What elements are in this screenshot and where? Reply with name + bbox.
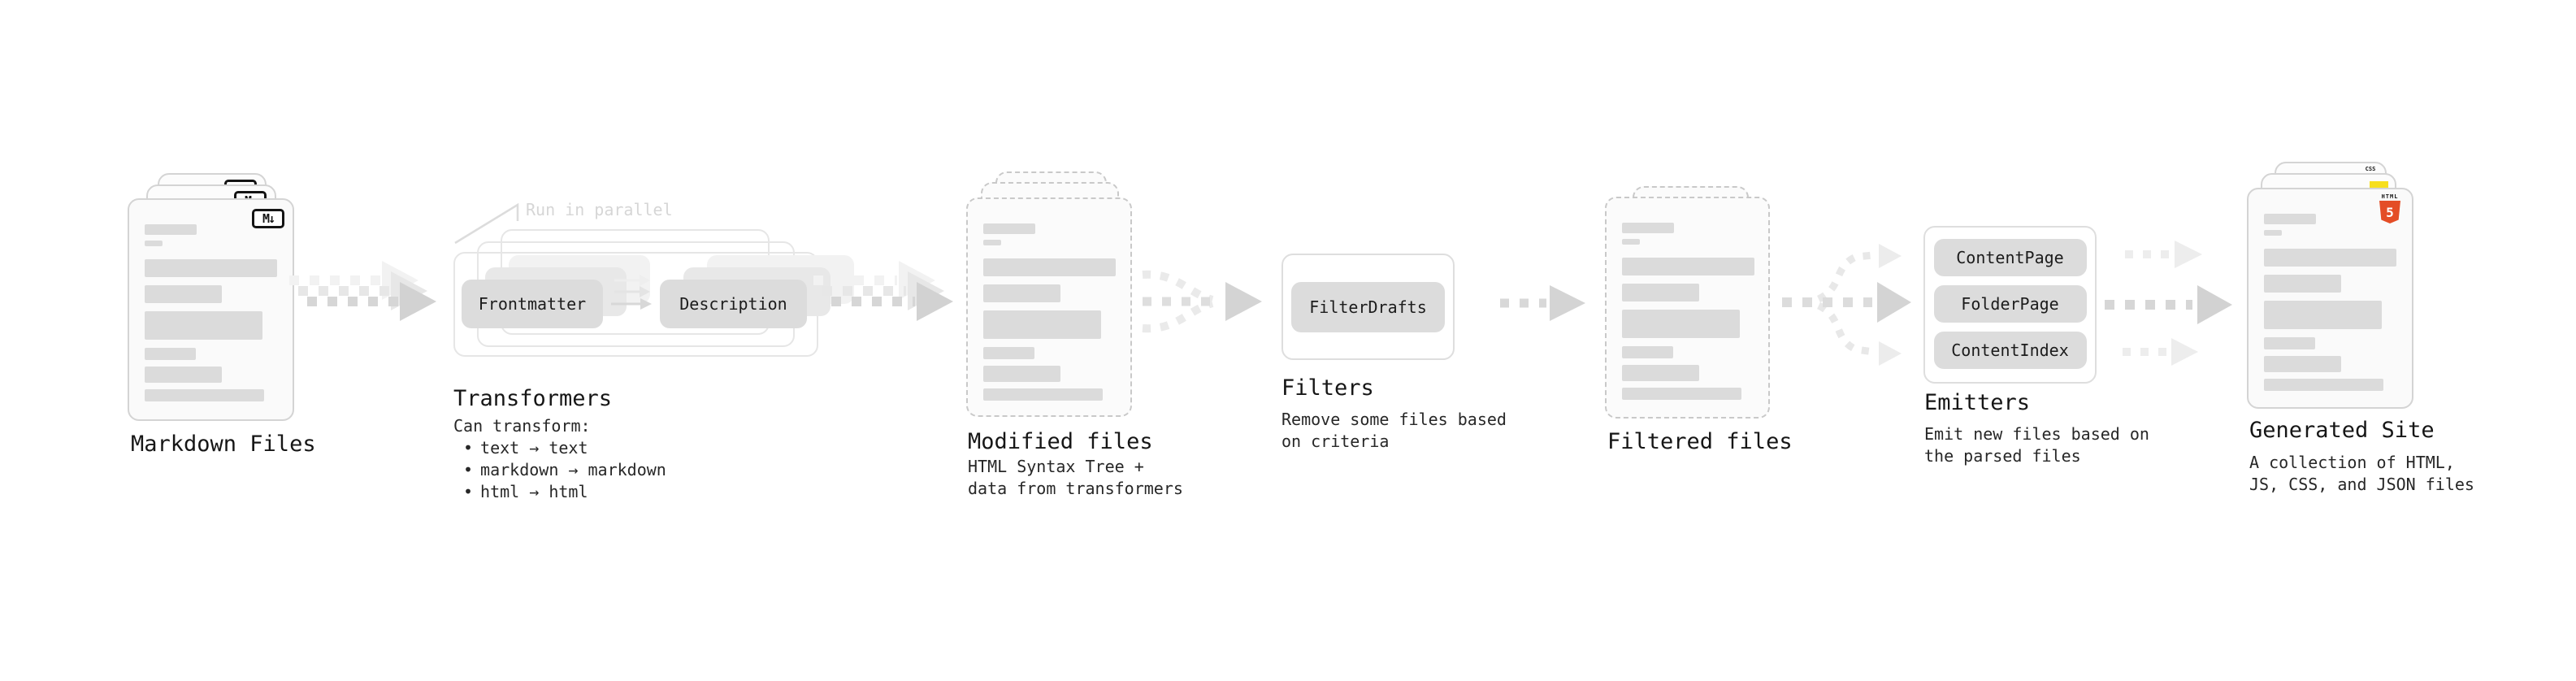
- transform-item: • markdown → markdown: [463, 460, 666, 479]
- arrow-emitters-to-generated: [2105, 241, 2232, 366]
- markdown-icon: M↓: [252, 209, 284, 228]
- text-placeholder-bar: [145, 259, 277, 277]
- arrow-filters-to-filtered: [1500, 285, 1585, 321]
- transformer-box-description: Description: [660, 280, 807, 328]
- text-placeholder-bar: [145, 367, 222, 383]
- bullet-glyph: •: [463, 460, 474, 479]
- stage-title-transformers: Transformers: [453, 386, 613, 411]
- stage-emitters: ContentPage FolderPage ContentIndex: [1923, 226, 2097, 384]
- text-placeholder-bar: [983, 366, 1060, 382]
- text-placeholder-bar: [983, 240, 1001, 245]
- text-placeholder-bar: [2264, 230, 2282, 236]
- html5-icon: HTML 5: [2378, 193, 2402, 223]
- text-placeholder-bar: [2264, 356, 2341, 372]
- file-card: [1605, 197, 1770, 419]
- text-placeholder-bar: [1622, 223, 1674, 233]
- text-placeholder-bar: [145, 348, 196, 360]
- stage-title-markdown-files: Markdown Files: [131, 432, 316, 457]
- transformers-description: Can transform: • text → text • markdown …: [453, 415, 666, 503]
- text-placeholder-bar: [1622, 239, 1640, 245]
- file-card: M↓: [128, 198, 294, 421]
- stage-transformers: Frontmatter Description: [453, 229, 854, 367]
- text-placeholder-bar: [2264, 301, 2382, 329]
- arrow-modified-to-filters: [1142, 270, 1262, 333]
- text-placeholder-bar: [2264, 275, 2341, 293]
- text-placeholder-bar: [145, 224, 197, 235]
- stage-title-generated-site: Generated Site: [2249, 418, 2435, 443]
- text-placeholder-bar: [983, 223, 1035, 234]
- text-placeholder-bar: [145, 311, 262, 340]
- emitters-description: Emit new files based on the parsed files: [1924, 424, 2149, 466]
- stage-title-filtered-files: Filtered files: [1607, 429, 1793, 454]
- stage-filtered-files: [1605, 186, 1784, 446]
- text-placeholder-bar: [1622, 310, 1740, 338]
- text-placeholder-bar: [983, 258, 1116, 276]
- text-placeholder-bar: [983, 347, 1034, 359]
- emitter-box-contentindex: ContentIndex: [1933, 332, 2087, 369]
- stage-title-emitters: Emitters: [1924, 390, 2031, 415]
- description-heading: Can transform:: [453, 416, 591, 436]
- emitter-box-folderpage: FolderPage: [1933, 285, 2087, 323]
- document-placeholder-lines: [2264, 214, 2396, 391]
- document-placeholder-lines: [983, 223, 1116, 401]
- text-placeholder-bar: [145, 241, 163, 246]
- transform-item: • text → text: [463, 438, 588, 458]
- stage-filters: FilterDrafts: [1281, 254, 1455, 360]
- run-in-parallel-annotation: Run in parallel: [526, 200, 673, 219]
- bullet-glyph: •: [463, 438, 474, 458]
- document-placeholder-lines: [1622, 223, 1754, 400]
- text-placeholder-bar: [145, 389, 264, 401]
- text-placeholder-bar: [1622, 284, 1699, 301]
- file-card: [966, 197, 1132, 417]
- text-placeholder-bar: [1622, 388, 1741, 400]
- text-placeholder-bar: [2264, 379, 2383, 391]
- bullet-glyph: •: [463, 482, 474, 501]
- file-card: HTML 5: [2247, 188, 2413, 409]
- generated-site-description: A collection of HTML, JS, CSS, and JSON …: [2249, 453, 2474, 494]
- emitter-box-contentpage: ContentPage: [1933, 239, 2087, 276]
- text-placeholder-bar: [1622, 346, 1673, 358]
- stage-markdown-files: M↓ M↓ M↓: [128, 173, 323, 433]
- arrow-filtered-to-emitters: [1782, 244, 1911, 366]
- text-placeholder-bar: [145, 285, 222, 303]
- text-placeholder-bar: [1622, 258, 1754, 275]
- filters-description: Remove some files based on criteria: [1281, 410, 1507, 451]
- stage-title-modified-files: Modified files: [968, 429, 1153, 454]
- text-placeholder-bar: [2264, 249, 2396, 267]
- transformer-box-frontmatter: Frontmatter: [462, 280, 603, 328]
- modified-files-description: HTML Syntax Tree + data from transformer…: [968, 457, 1183, 498]
- text-placeholder-bar: [983, 310, 1101, 339]
- transform-item: • html → html: [463, 482, 588, 501]
- stage-generated-site: CSS HTML 5: [2247, 162, 2426, 422]
- text-placeholder-bar: [2264, 214, 2316, 224]
- text-placeholder-bar: [1622, 365, 1699, 381]
- text-placeholder-bar: [2264, 337, 2315, 349]
- stage-title-filters: Filters: [1281, 375, 1374, 401]
- stage-modified-files: [966, 171, 1145, 432]
- text-placeholder-bar: [983, 284, 1060, 302]
- filter-box-filterdrafts: FilterDrafts: [1291, 281, 1445, 332]
- text-placeholder-bar: [983, 388, 1103, 401]
- document-placeholder-lines: [145, 224, 277, 401]
